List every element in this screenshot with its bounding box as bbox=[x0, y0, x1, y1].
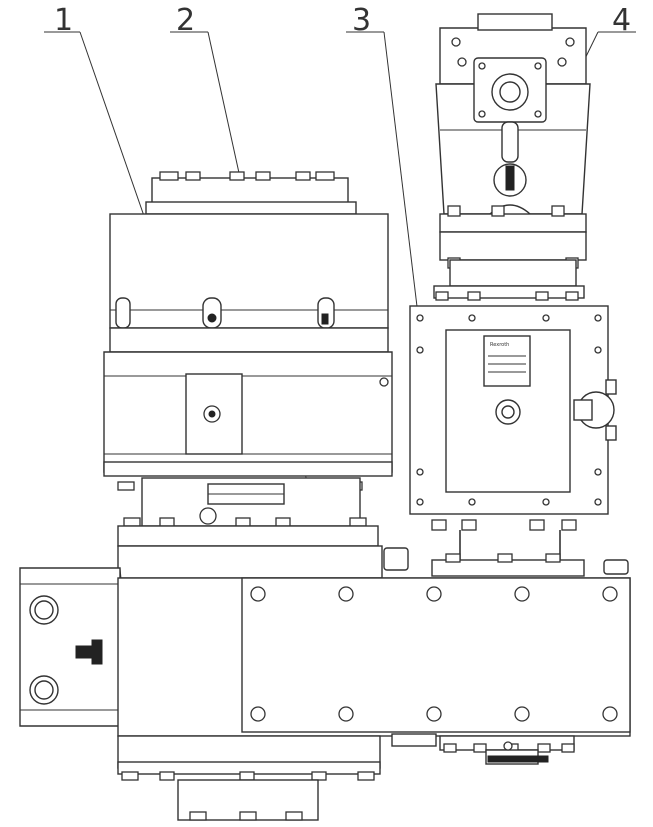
flange-ring bbox=[145, 201, 357, 215]
name-plate bbox=[483, 335, 531, 387]
gearbox-bolts bbox=[416, 314, 602, 506]
callout-label-1: 1 bbox=[54, 3, 73, 38]
gearbox-stand-bolts bbox=[431, 519, 577, 531]
drum-base-ring bbox=[103, 461, 393, 477]
lower-gear-bolts bbox=[443, 743, 575, 753]
cover-bolts bbox=[250, 586, 618, 722]
side-cover bbox=[241, 577, 631, 733]
name-plate-text: Rexroth bbox=[490, 342, 509, 348]
housing-top-band bbox=[117, 545, 383, 579]
component-4-pump-head bbox=[433, 13, 591, 301]
top-bolts bbox=[159, 171, 335, 181]
component-1-housing bbox=[103, 171, 393, 547]
upper-block bbox=[109, 213, 389, 329]
shaft-bolts bbox=[189, 811, 303, 821]
callout-label-2: 2 bbox=[176, 3, 195, 38]
neck-flange bbox=[117, 525, 379, 547]
bottom-bolts bbox=[121, 771, 375, 781]
component-2-gear-housing bbox=[19, 545, 631, 821]
left-end-cap bbox=[19, 567, 121, 727]
clamp-slots bbox=[115, 297, 335, 329]
callouts: 1 2 3 4 bbox=[44, 3, 636, 633]
middle-ring bbox=[109, 327, 389, 353]
top-flange bbox=[151, 177, 349, 205]
callout-label-3: 3 bbox=[352, 3, 371, 38]
pump-lower-bolts bbox=[435, 291, 579, 301]
callout-label-4: 4 bbox=[612, 3, 631, 38]
component-3-gearbox: Rexroth bbox=[383, 305, 629, 577]
